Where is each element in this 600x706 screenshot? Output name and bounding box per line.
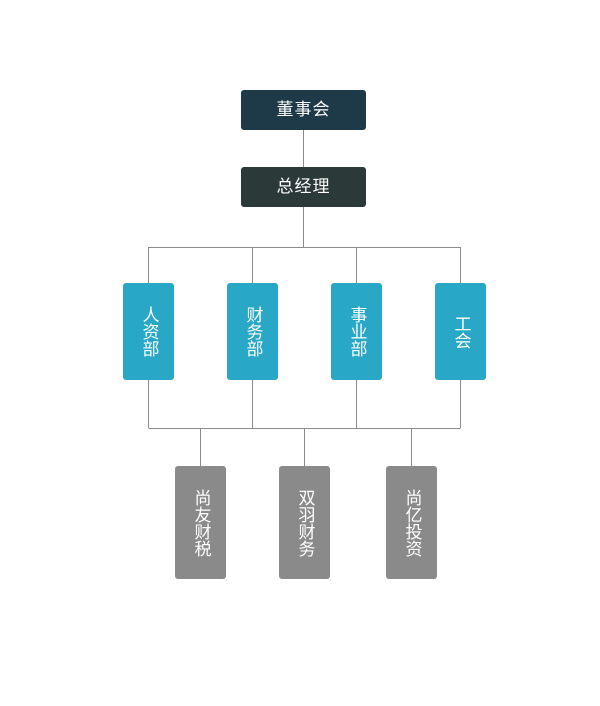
node-business-department-label: 事业部 [346,306,367,357]
node-subsidiary-3-label: 尚亿投资 [401,488,422,557]
node-business-department: 事业部 [331,283,382,380]
node-subsidiary-2: 双羽财务 [279,466,330,579]
node-subsidiary-3: 尚亿投资 [386,466,437,579]
node-board: 董事会 [241,90,366,130]
node-subsidiary-1-label: 尚友财税 [190,488,211,557]
node-board-label: 董事会 [276,100,331,120]
node-finance-department: 财务部 [227,283,278,380]
node-subsidiary-1: 尚友财税 [175,466,226,579]
node-general-manager: 总经理 [241,167,366,207]
node-general-manager-label: 总经理 [276,177,331,197]
node-union: 工会 [435,283,486,380]
node-subsidiary-2-label: 双羽财务 [294,488,315,557]
node-finance-department-label: 财务部 [242,306,263,357]
node-hr-department: 人资部 [123,283,174,380]
node-union-label: 工会 [450,314,471,349]
node-hr-department-label: 人资部 [138,306,159,357]
